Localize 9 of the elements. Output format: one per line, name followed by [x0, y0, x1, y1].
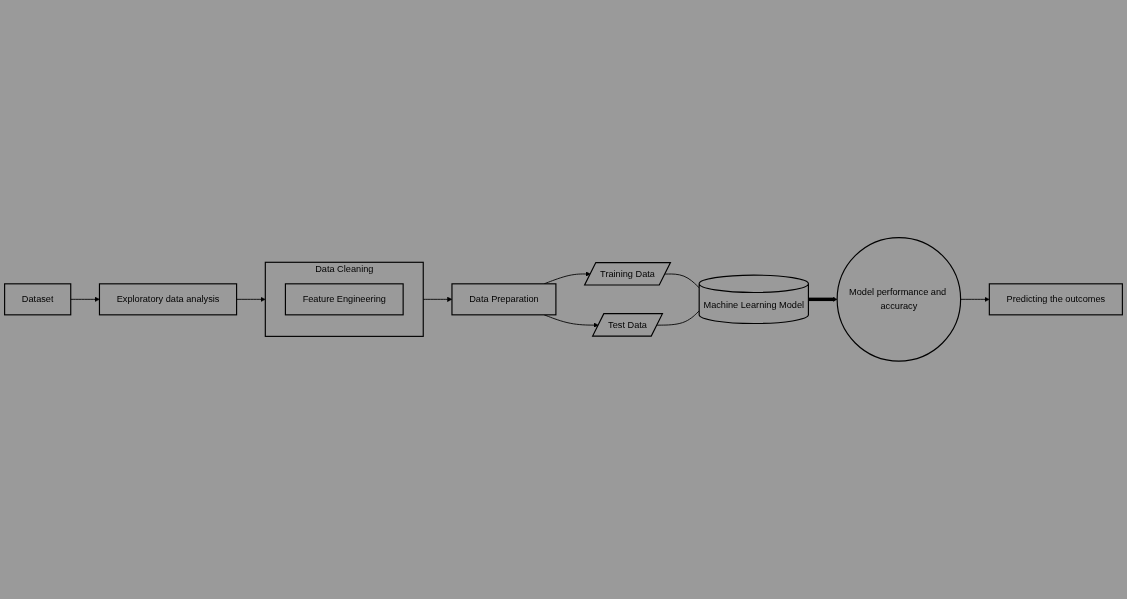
connector [656, 310, 700, 326]
node-box: Feature Engineering [284, 283, 404, 316]
node-circle: Model performance and accuracy [836, 237, 962, 362]
node-box: Exploratory data analysis [98, 283, 238, 316]
node-box: Dataset [4, 283, 72, 316]
node-box: Predicting the outcomes [988, 283, 1123, 316]
arrow [808, 296, 838, 302]
connector [664, 273, 700, 289]
node-box: Data Preparation [451, 283, 557, 316]
